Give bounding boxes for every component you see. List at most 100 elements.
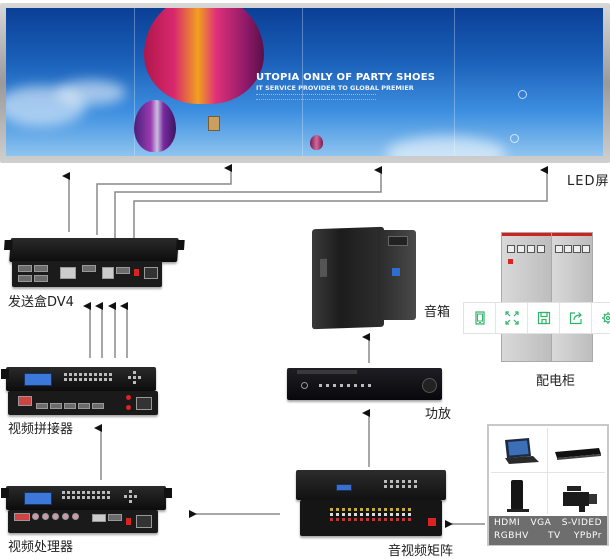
tablet-icon: [474, 311, 485, 325]
power-switch: [428, 518, 436, 526]
gauge: [555, 245, 563, 253]
cloud: [56, 80, 126, 105]
lcd-display: [336, 484, 352, 491]
ethernet-port: [92, 514, 106, 522]
bubble: [518, 90, 527, 99]
gauge: [527, 245, 535, 253]
dvi-port: [116, 267, 130, 274]
panel-seam: [302, 8, 303, 156]
source-dvd-player: [549, 428, 606, 472]
led-screen-display: UTOPIA ONLY OF PARTY SHOES IT SERVICE PR…: [6, 8, 603, 156]
button-panel: [62, 491, 110, 499]
indicator-light: [126, 395, 131, 400]
bnc-port: [32, 513, 39, 520]
nav-buttons: [124, 490, 137, 503]
cabinet-top-strip: [502, 233, 552, 236]
cabinet-top-strip: [552, 233, 592, 236]
signal-type-ypbpr: YPbPr: [573, 531, 602, 541]
video-splicer-device: [1, 367, 156, 391]
indicator-light: [508, 259, 513, 264]
gauge: [517, 245, 525, 253]
hot-air-balloon: [134, 100, 176, 152]
bnc-port: [72, 513, 79, 520]
floating-toolbar: [463, 302, 610, 334]
gauge: [564, 245, 572, 253]
button-panel: [384, 480, 418, 488]
dvi-port: [18, 265, 32, 272]
wire-sender-to-led-2: [96, 164, 232, 235]
dvi-port: [36, 403, 48, 409]
signal-types-bar: HDMI VGA S-VIDED RGBHV TV YPbPr: [489, 516, 607, 545]
source-camcorder: [549, 474, 606, 518]
speaker-display: [388, 236, 408, 246]
power-switch: [134, 269, 139, 276]
power-socket: [136, 397, 152, 410]
nav-buttons: [128, 371, 141, 384]
power-cabinet-right: [551, 232, 593, 362]
speaker-handle: [320, 258, 327, 277]
av-matrix-device: [296, 470, 446, 500]
rack-ear: [176, 240, 185, 250]
gauge: [582, 245, 590, 253]
gauge: [507, 245, 515, 253]
save-button[interactable]: [528, 303, 560, 333]
signal-type-vga: VGA: [530, 518, 552, 528]
cloud: [386, 136, 506, 156]
settings-button[interactable]: [592, 303, 610, 333]
dvi-port: [34, 265, 48, 272]
rack-ear: [1, 369, 9, 379]
save-icon: [537, 311, 550, 325]
lcd-display: [24, 492, 52, 505]
video-processor-device: [1, 486, 172, 510]
gauge: [573, 245, 581, 253]
video-splicer-rear-panel: [8, 391, 158, 415]
fullscreen-button[interactable]: [496, 303, 528, 333]
amplifier-device: [287, 368, 442, 400]
dvi-port: [18, 275, 32, 282]
sender-box-rear-panel: [12, 261, 162, 287]
bnc-port: [62, 513, 69, 520]
indicator-light: [126, 405, 131, 410]
sender-box-label: 发送盒DV4: [8, 295, 74, 310]
button-panel: [64, 373, 112, 381]
speaker-rear-panel: [378, 230, 416, 320]
tablet-view-button[interactable]: [464, 303, 496, 333]
panel-seam: [134, 8, 135, 156]
ethernet-port: [102, 267, 114, 279]
signal-sources-panel: HDMI VGA S-VIDED RGBHV TV YPbPr: [487, 424, 609, 546]
dvi-port: [92, 403, 104, 409]
video-splicer-label: 视频拼接器: [8, 422, 74, 437]
headphone-jack: [301, 382, 308, 389]
av-matrix-label: 音视频矩阵: [388, 544, 454, 559]
amplifier-label: 功放: [425, 407, 452, 422]
power-cabinet-label: 配电柜: [536, 374, 576, 389]
share-icon: [569, 312, 582, 325]
divider: [547, 428, 548, 514]
expand-icon: [504, 311, 519, 325]
settings-icon: [601, 312, 610, 324]
power-socket: [136, 515, 152, 528]
divider: [491, 472, 605, 473]
dvi-port: [82, 265, 96, 272]
ad-subheadline: IT SERVICE PROVIDER TO GLOBAL PREMIER: [256, 84, 414, 92]
share-button[interactable]: [560, 303, 592, 333]
bnc-port: [52, 513, 59, 520]
rca-port-array: [330, 508, 412, 521]
led-screen-label: LED屏: [567, 174, 610, 189]
hot-air-balloon: [144, 8, 264, 104]
input-port: [14, 513, 30, 521]
av-matrix-rear-panel: [300, 500, 442, 536]
video-processor-rear-panel: [8, 510, 158, 533]
power-cabinet-left: [501, 232, 553, 362]
video-processor-label: 视频处理器: [8, 540, 74, 555]
lcd-display: [24, 373, 52, 386]
rack-ear: [164, 488, 172, 498]
sender-box-device: [4, 238, 185, 262]
speaker-cabinet: [312, 226, 384, 330]
speaker-label: 音箱: [424, 305, 451, 320]
dvi-port: [108, 514, 122, 521]
dvi-port: [64, 403, 76, 409]
balloon-basket: [208, 116, 220, 131]
source-set-top-box: [491, 474, 548, 518]
dvi-port: [78, 403, 90, 409]
